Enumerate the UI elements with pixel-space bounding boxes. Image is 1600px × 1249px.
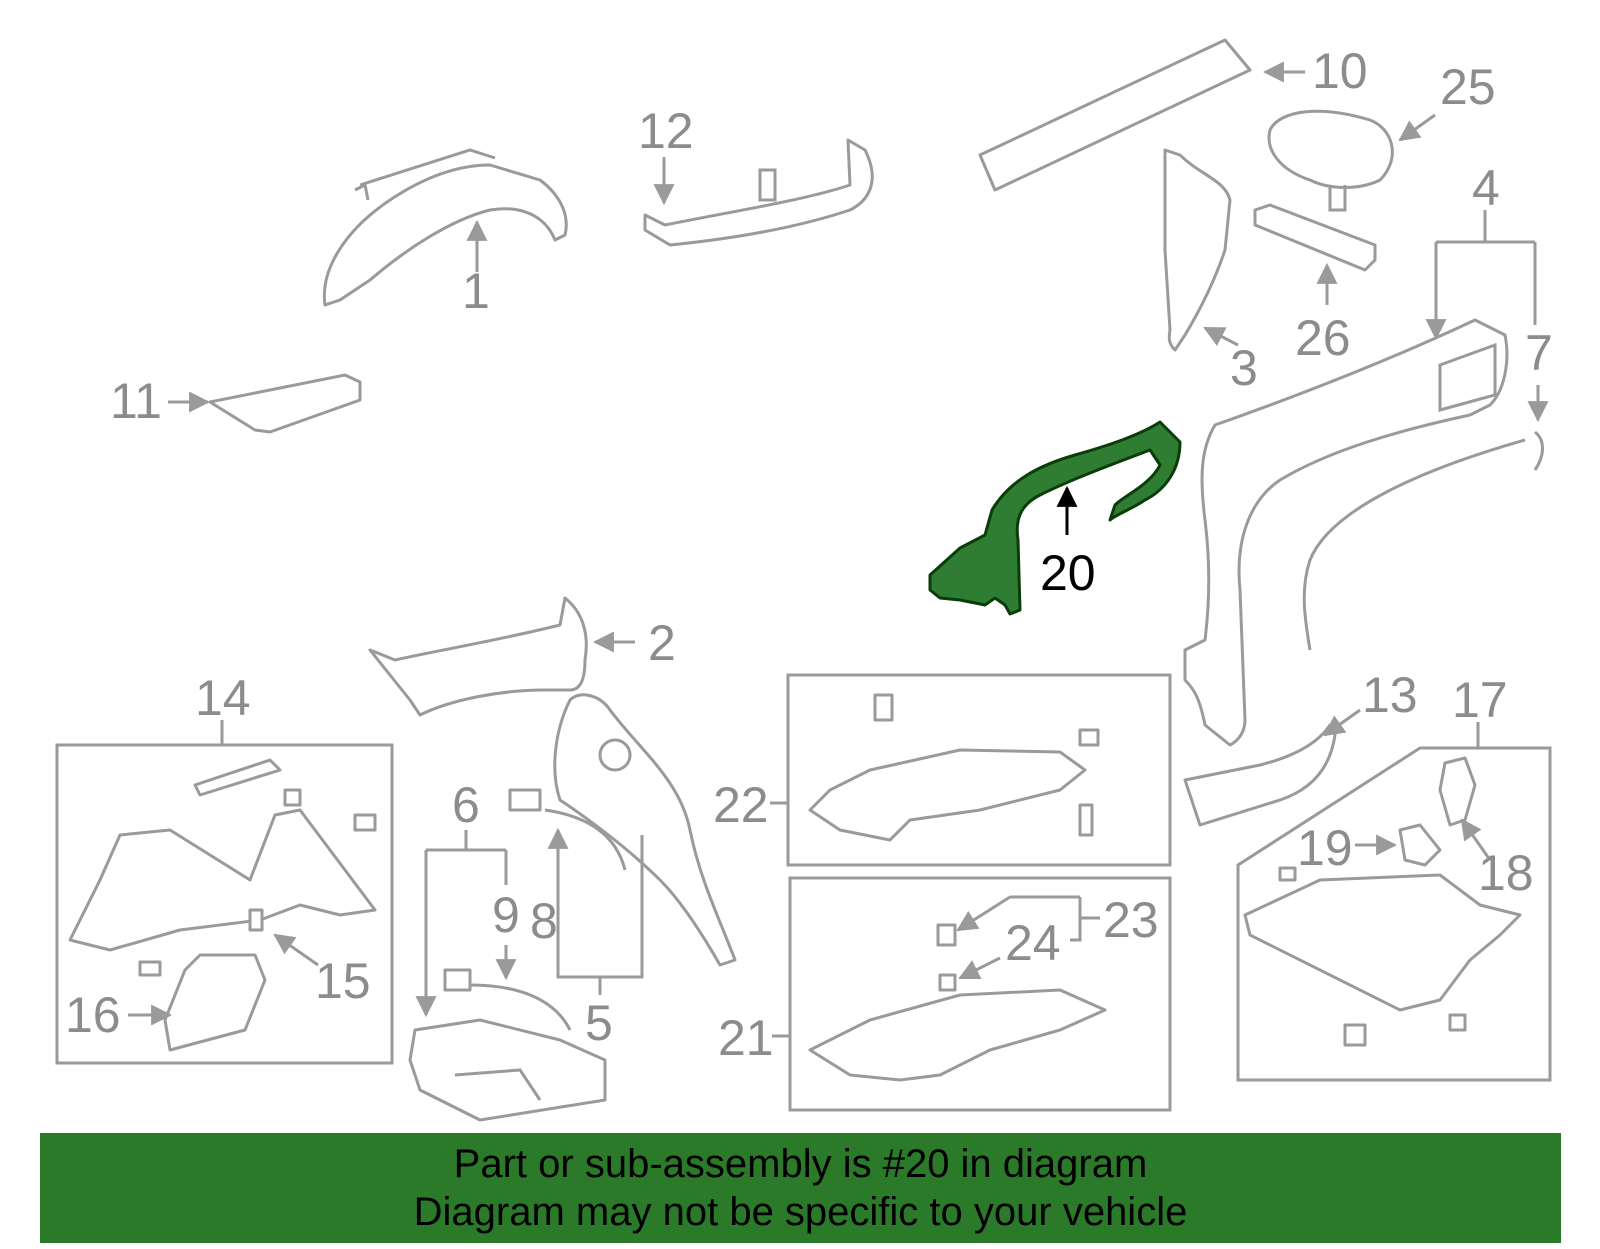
callout-20: 20 [1040,545,1096,601]
part-12[interactable] [643,138,874,247]
callout-2: 2 [648,615,676,671]
callout-17: 17 [1452,672,1508,728]
part-14[interactable] [68,758,377,952]
callout-18: 18 [1478,845,1534,901]
part-2[interactable] [368,596,588,717]
callout-24: 24 [1005,915,1061,971]
part-21-box [788,876,1172,1112]
part-10[interactable] [978,38,1252,192]
callout-15: 15 [315,953,371,1009]
part-25[interactable] [1267,109,1394,212]
callout-23-bracket [956,895,1100,942]
info-banner: Part or sub-assembly is #20 in diagram D… [40,1133,1561,1243]
callout-8: 8 [530,893,558,949]
callout-12: 12 [638,103,694,159]
callout-3: 3 [1230,340,1258,396]
part-9[interactable] [443,968,572,1031]
part-5[interactable] [553,693,737,967]
callout-22: 22 [713,777,769,833]
part-3[interactable] [1163,148,1232,352]
callout-1: 1 [462,263,490,319]
callout-10: 10 [1312,43,1368,99]
part-14-box [55,743,394,1065]
part-22-box [786,673,1172,867]
callout-19: 19 [1297,820,1353,876]
callout-11: 11 [110,373,162,429]
callout-21: 21 [718,1010,774,1066]
part-20-highlighted[interactable] [928,420,1182,616]
callout-26: 26 [1295,310,1351,366]
part-7[interactable] [1302,430,1544,651]
callout-9: 9 [492,887,520,943]
part-6[interactable] [408,1018,607,1122]
callout-23: 23 [1103,892,1159,948]
callout-16: 16 [65,987,121,1043]
callout-4-bracket [1425,210,1537,341]
parts-diagram: 1 12 10 25 3 26 4 7 [55,38,1553,1122]
part-15[interactable] [248,908,264,932]
callout-25: 25 [1440,59,1496,115]
part-22[interactable] [808,693,1100,842]
part-13[interactable] [1183,723,1337,827]
callout-7: 7 [1525,325,1553,381]
callout-6: 6 [452,777,480,833]
banner-line-1: Part or sub-assembly is #20 in diagram [453,1142,1148,1186]
part-8[interactable] [508,788,627,871]
part-17[interactable] [1243,866,1522,1047]
callout-14: 14 [195,670,251,726]
banner-line-2: Diagram may not be specific to your vehi… [413,1190,1188,1234]
part-11[interactable] [208,373,362,434]
part-18[interactable] [1438,756,1477,827]
part-1[interactable] [322,148,568,307]
part-17-box [1236,746,1552,1082]
callout-5-bracket [556,835,644,995]
callout-6-bracket [415,830,517,1018]
callout-5: 5 [585,995,613,1051]
part-21[interactable] [808,923,1107,1082]
part-4[interactable] [1183,318,1509,747]
callout-4: 4 [1472,160,1500,216]
part-26[interactable] [1253,203,1377,272]
callout-13: 13 [1362,667,1418,723]
part-19[interactable] [1398,823,1442,867]
